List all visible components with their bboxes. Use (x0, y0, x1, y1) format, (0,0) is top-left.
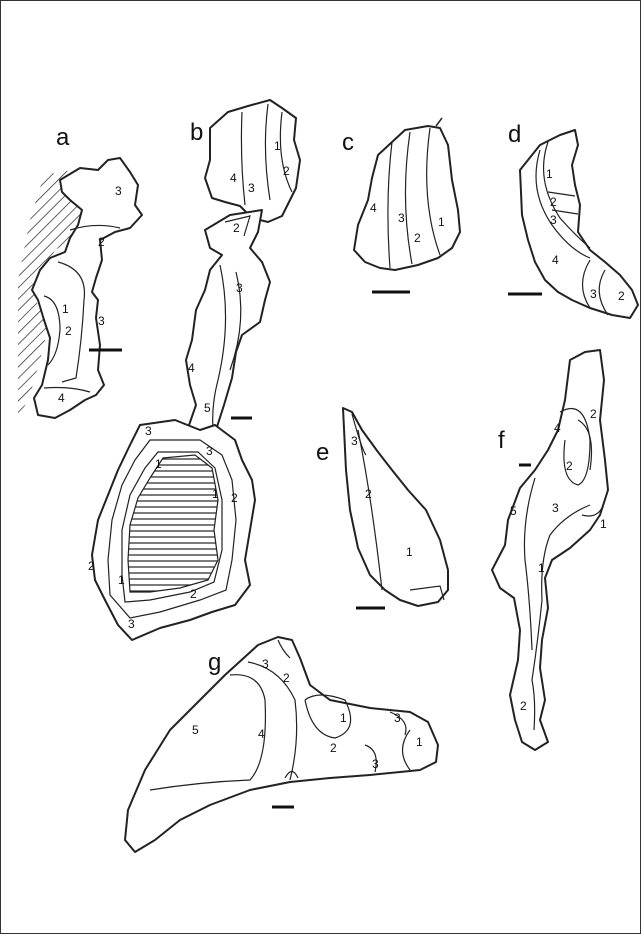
zone-label: 2 (330, 741, 337, 755)
zone-label: 3 (552, 501, 559, 515)
zone-label: 5 (192, 723, 199, 737)
zone-label: 3 (128, 617, 135, 631)
zone-label: 3 (236, 281, 243, 295)
panel-g: g 3 2 5 4 1 3 2 3 1 (125, 637, 438, 852)
zone-label: 2 (231, 491, 238, 505)
zone-label: 2 (520, 699, 527, 713)
panel-f-label: f (498, 427, 505, 454)
zone-label: 1 (212, 487, 219, 501)
zone-label: 2 (414, 231, 421, 245)
zone-label: 3 (590, 287, 597, 301)
zone-label: 4 (58, 391, 65, 405)
zone-label: 2 (618, 289, 625, 303)
panel-c-label: c (342, 129, 354, 156)
panel-e: e 3 2 1 (316, 408, 448, 608)
zone-label: 4 (230, 171, 237, 185)
zone-label: 3 (351, 434, 358, 448)
zone-label: 1 (118, 573, 125, 587)
panel-d: d 1 2 3 4 3 2 (508, 121, 638, 318)
zone-label: 3 (115, 184, 122, 198)
zone-label: 3 (394, 711, 401, 725)
zone-label: 2 (190, 587, 197, 601)
panel-g-grain-outline (125, 637, 438, 852)
zone-label: 4 (552, 253, 559, 267)
zone-label: 3 (145, 424, 152, 438)
zone-label: 1 (438, 215, 445, 229)
panel-c-tip (436, 118, 442, 126)
zone-label: 1 (546, 167, 553, 181)
zone-label: 3 (206, 444, 213, 458)
zone-label: 1 (155, 457, 162, 471)
zone-label: 2 (550, 195, 557, 209)
zone-label: 1 (62, 302, 69, 316)
zone-label: 1 (600, 517, 607, 531)
zone-label: 4 (370, 201, 377, 215)
zone-label: 2 (365, 487, 372, 501)
zone-label: 1 (406, 545, 413, 559)
zone-label: 5 (204, 401, 211, 415)
panel-c: c 4 3 2 1 (342, 118, 460, 292)
zone-label: 4 (258, 727, 265, 741)
zone-label: 2 (283, 164, 290, 178)
panel-b-stem (186, 210, 270, 445)
zone-label: 1 (416, 735, 423, 749)
zone-label: 2 (233, 221, 240, 235)
zone-label: 3 (398, 211, 405, 225)
panel-c-grain-outline (354, 126, 460, 270)
zone-label: 2 (566, 459, 573, 473)
zone-label: 3 (248, 181, 255, 195)
zone-label: 3 (98, 314, 105, 328)
zone-label: 1 (538, 561, 545, 575)
panel-b-upper-grain (205, 100, 300, 222)
zone-label: 3 (550, 213, 557, 227)
zone-label: 2 (88, 559, 95, 573)
zone-label: 2 (98, 235, 105, 249)
panel-e-label: e (316, 439, 329, 466)
zone-label: 4 (188, 361, 195, 375)
zone-label: 2 (65, 324, 72, 338)
zone-label: 5 (510, 504, 517, 518)
zone-label: 1 (340, 711, 347, 725)
panel-a: a 3 2 1 2 3 4 (18, 124, 142, 420)
zone-label: 3 (372, 757, 379, 771)
zone-label: 2 (590, 407, 597, 421)
panel-d-label: d (508, 121, 521, 148)
zone-label: 2 (283, 671, 290, 685)
panel-a-label: a (56, 124, 70, 151)
panel-f: f 2 4 2 5 3 1 1 2 (492, 350, 608, 750)
zone-label: 1 (274, 139, 281, 153)
panel-b-label: b (190, 119, 203, 146)
zone-label: 3 (262, 657, 269, 671)
zone-label: 4 (554, 421, 561, 435)
panel-g-label: g (208, 649, 221, 676)
